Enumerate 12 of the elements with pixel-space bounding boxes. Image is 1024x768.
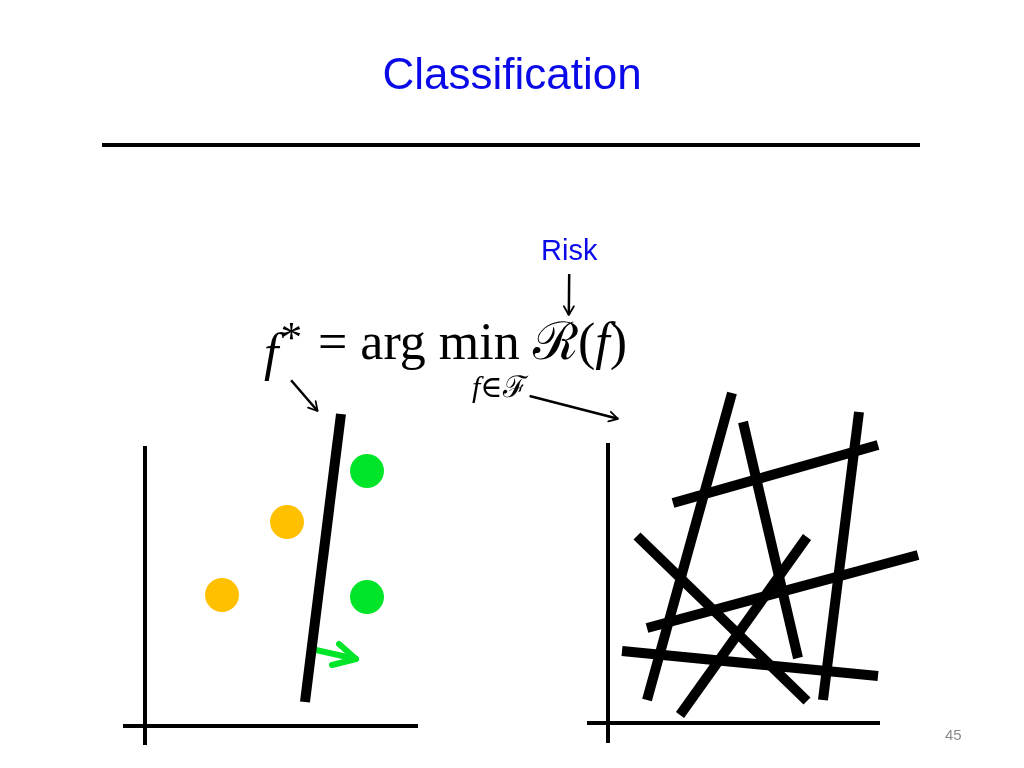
math-symbol: f$^{*}$ (264, 316, 301, 380)
formula-text: = arg min (318, 316, 520, 368)
arrow (290, 379, 319, 412)
formula-subscript: f∈ℱ (472, 372, 528, 402)
arrow (529, 394, 619, 423)
separating-line (300, 413, 346, 703)
slide-title: Classification (382, 49, 642, 98)
formula-term: ℛ(f) (533, 316, 628, 368)
candidate-lines (621, 391, 920, 718)
annotation-label: Risk (541, 236, 598, 265)
arrow (563, 274, 575, 316)
page-number: 45 (945, 727, 962, 742)
